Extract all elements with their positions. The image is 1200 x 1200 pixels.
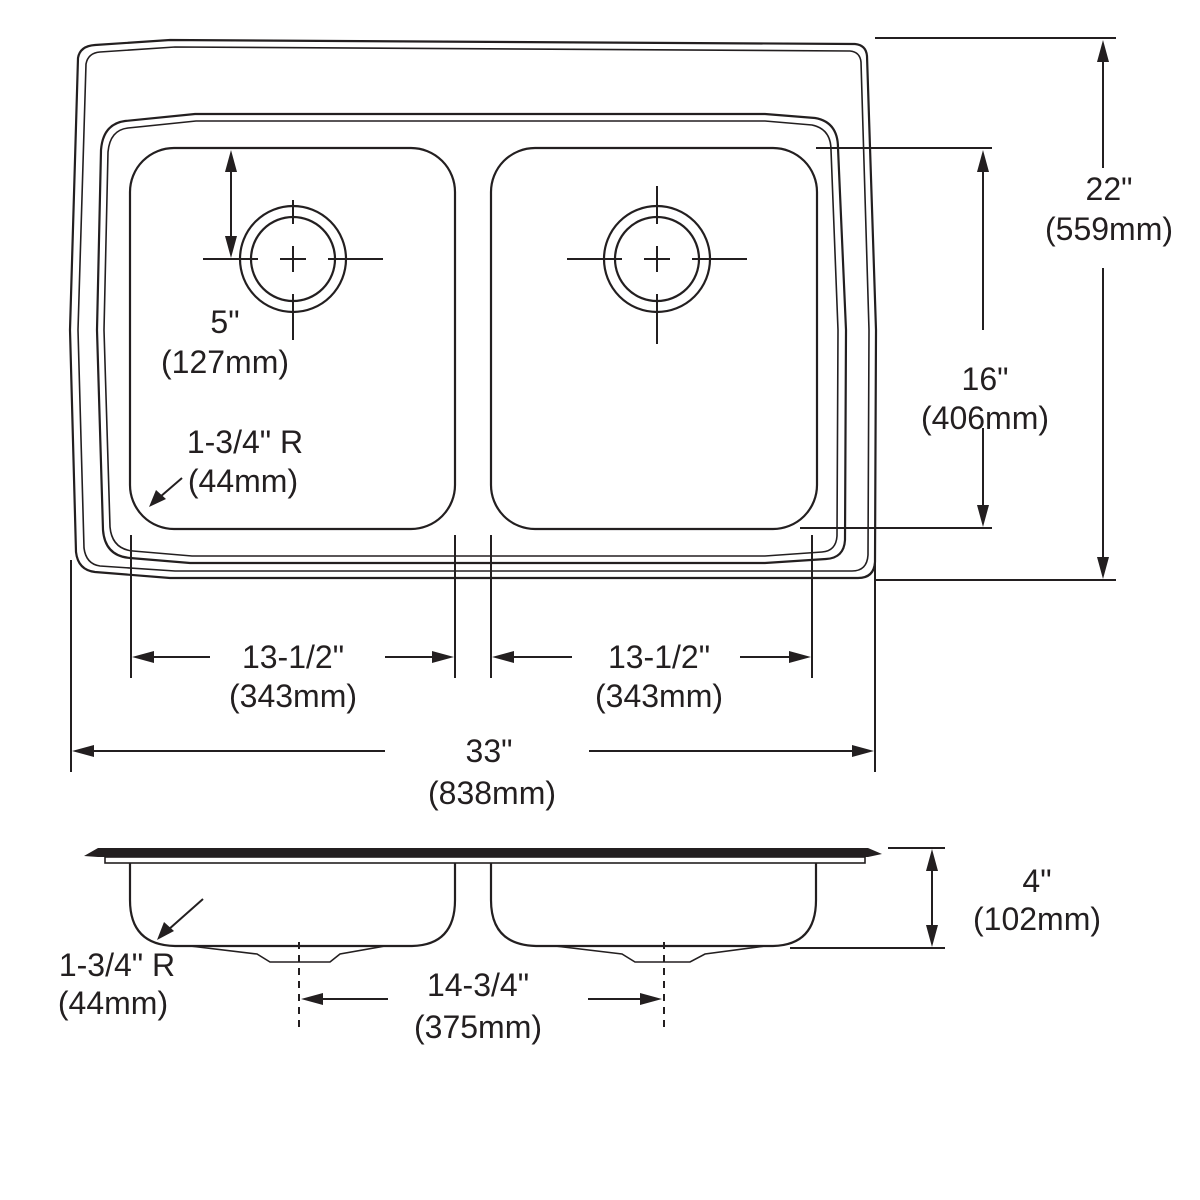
corner-radius-top-imperial: 1-3/4" R [187, 424, 303, 460]
overall-width-dimension: 33" (838mm) [70, 560, 876, 811]
drain-offset-dimension: 5" (127mm) [161, 150, 289, 380]
corner-radius-top-metric: (44mm) [188, 463, 298, 499]
right-bowl-profile [489, 863, 818, 948]
corner-radius-side-imperial: 1-3/4" R [59, 947, 175, 983]
left-bowl-outline [128, 146, 457, 531]
overall-depth-metric: (559mm) [1045, 211, 1173, 247]
left-drain-profile [189, 945, 386, 963]
outer-rim-outline [68, 38, 878, 580]
bowl-depth-metric: (102mm) [973, 901, 1101, 937]
drain-spacing-imperial: 14-3/4" [427, 967, 529, 1003]
right-bowl-width-dimension: 13-1/2" (343mm) [490, 535, 813, 714]
drain-offset-imperial: 5" [210, 304, 239, 340]
right-drain-profile [554, 945, 766, 963]
overall-width-metric: (838mm) [428, 775, 556, 811]
drain-spacing-dimension: 14-3/4" (375mm) [301, 967, 662, 1045]
overall-width-imperial: 33" [466, 733, 513, 769]
right-drain [567, 186, 747, 344]
side-view: 14-3/4" (375mm) 1-3/4" R (44mm) 4" (102m… [58, 847, 1101, 1045]
left-bowl-width-imperial: 13-1/2" [242, 639, 344, 675]
left-bowl-width-metric: (343mm) [229, 678, 357, 714]
corner-radius-callout-side: 1-3/4" R (44mm) [58, 898, 204, 1021]
corner-radius-callout-top: 1-3/4" R (44mm) [149, 424, 303, 507]
side-rim [84, 848, 882, 857]
right-bowl-width-imperial: 13-1/2" [608, 639, 710, 675]
left-drain [203, 200, 383, 340]
overall-depth-dimension: 22" (559mm) [875, 37, 1173, 581]
bowl-depth-imperial: 4" [1022, 863, 1051, 899]
ledge-outline [95, 112, 848, 565]
side-rim-flange [104, 856, 866, 864]
bowl-front-back-imperial: 16" [962, 361, 1009, 397]
drain-spacing-metric: (375mm) [414, 1009, 542, 1045]
ledge-inner-outline [103, 120, 839, 557]
left-bowl-profile [128, 863, 457, 948]
bowl-depth-dimension: 4" (102mm) [790, 847, 1101, 949]
corner-radius-side-metric: (44mm) [58, 985, 168, 1021]
outer-rim-inner-outline [77, 46, 870, 572]
right-bowl-width-metric: (343mm) [595, 678, 723, 714]
right-bowl-outline [489, 146, 819, 531]
bowl-front-back-dimension: 16" (406mm) [800, 147, 1049, 529]
overall-depth-imperial: 22" [1086, 171, 1133, 207]
drain-offset-metric: (127mm) [161, 344, 289, 380]
left-bowl-width-dimension: 13-1/2" (343mm) [130, 535, 456, 714]
bowl-front-back-metric: (406mm) [921, 400, 1049, 436]
top-view: 5" (127mm) 1-3/4" R (44mm) 16" (406mm) [68, 37, 1173, 811]
